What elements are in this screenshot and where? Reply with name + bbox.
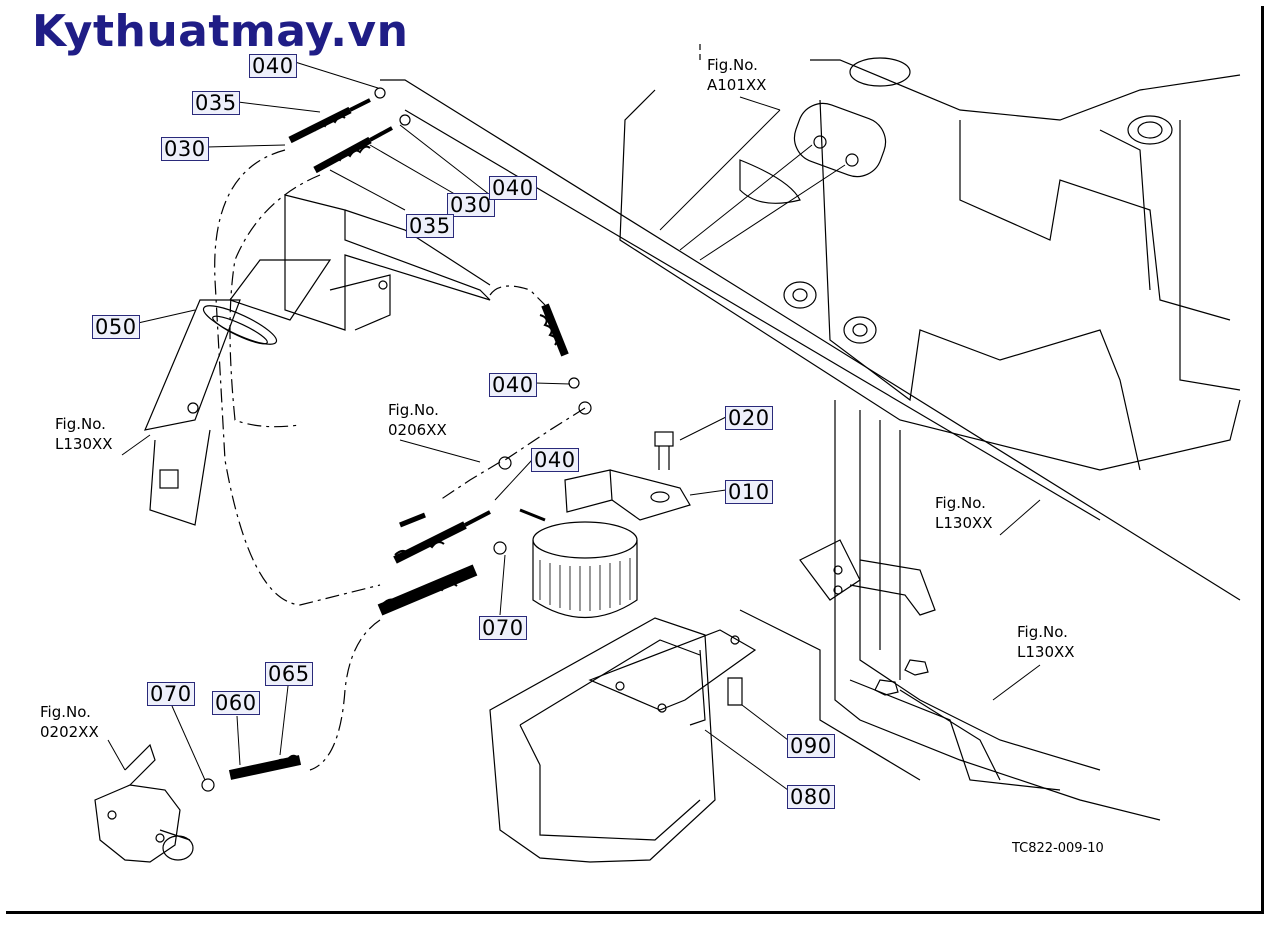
callout-010: 010 (725, 480, 773, 504)
callout-060: 060 (212, 691, 260, 715)
figure-ref-a101xx: Fig.No. A101XX (707, 55, 766, 95)
figure-ref-prefix: Fig.No. (55, 415, 106, 433)
callout-030: 030 (447, 193, 495, 217)
figure-ref-number: L130XX (1017, 643, 1075, 661)
figure-ref-0202xx: Fig.No. 0202XX (40, 702, 99, 742)
callout-040: 040 (489, 373, 537, 397)
callout-040: 040 (489, 176, 537, 200)
drawing-frame (6, 6, 1264, 914)
figure-ref-number: L130XX (935, 514, 993, 532)
callout-020: 020 (725, 406, 773, 430)
frame-rail (380, 40, 1241, 601)
callout-065: 065 (265, 662, 313, 686)
callout-035: 035 (192, 91, 240, 115)
figure-ref-number: A101XX (707, 76, 767, 94)
drawing-code: TC822-009-10 (1012, 841, 1104, 856)
bracket-plate (144, 194, 491, 526)
cable-lines (214, 149, 546, 771)
figure-ref-l130xx: Fig.No. L130XX (55, 414, 113, 454)
figure-ref-prefix: Fig.No. (707, 56, 758, 74)
figure-ref-prefix: Fig.No. (40, 703, 91, 721)
site-brand-watermark: Kythuatmay.vn (32, 6, 409, 57)
figure-ref-number: 0202XX (40, 723, 99, 741)
callout-050: 050 (92, 315, 140, 339)
callout-080: 080 (787, 785, 835, 809)
figure-ref-0206xx: Fig.No. 0206XX (388, 400, 447, 440)
lower-frame-rail (739, 400, 1161, 821)
cables-springs (228, 87, 592, 780)
figure-ref-number: L130XX (55, 435, 113, 453)
callout-070: 070 (479, 616, 527, 640)
callout-070: 070 (147, 682, 195, 706)
figure-ref-l130xx: Fig.No. L130XX (1017, 622, 1075, 662)
callout-040: 040 (249, 54, 297, 78)
callout-040: 040 (531, 448, 579, 472)
fuel-filter (493, 431, 691, 618)
leader-lines (107, 61, 1041, 791)
callout-090: 090 (787, 734, 835, 758)
callout-035: 035 (406, 214, 454, 238)
figure-ref-l130xx: Fig.No. L130XX (935, 493, 993, 533)
fuel-pump (94, 743, 215, 863)
figure-ref-number: 0206XX (388, 421, 447, 439)
figure-ref-prefix: Fig.No. (388, 401, 439, 419)
figure-ref-prefix: Fig.No. (935, 494, 986, 512)
figure-ref-prefix: Fig.No. (1017, 623, 1068, 641)
fuel-tank (489, 617, 757, 863)
callout-030: 030 (161, 137, 209, 161)
